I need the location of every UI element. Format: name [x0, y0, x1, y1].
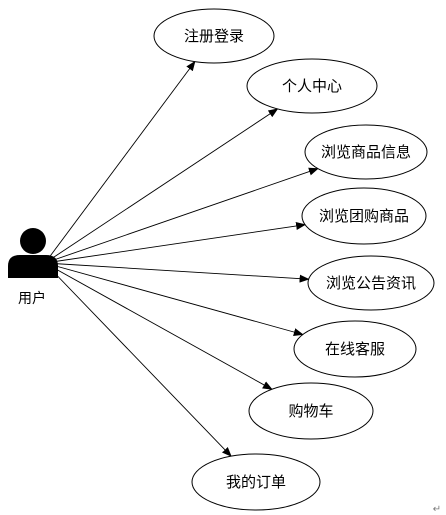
association-my-orders: [44, 262, 232, 457]
usecase-ellipse: [301, 187, 427, 245]
association-personal-center: [44, 108, 279, 264]
usecase-online-support[interactable]: 在线客服: [293, 320, 417, 378]
usecase-label: 在线客服: [325, 340, 385, 358]
usecase-label: 注册登录: [184, 27, 244, 45]
usecase-browse-product-info[interactable]: 浏览商品信息: [304, 124, 428, 180]
usecase-browse-group-buy[interactable]: 浏览团购商品: [301, 187, 427, 245]
association-lines: [44, 60, 319, 457]
association-register-login: [44, 60, 196, 264]
usecase-ellipse: [248, 382, 374, 440]
usecase-ellipse: [304, 124, 428, 180]
user-icon: [8, 228, 58, 278]
usecase-label: 个人中心: [282, 77, 342, 95]
usecase-label: 购物车: [288, 402, 333, 420]
usecase-ellipse: [293, 320, 417, 378]
association-browse-announcements: [44, 262, 310, 283]
usecase-label: 我的订单: [226, 473, 286, 491]
usecase-register-login[interactable]: 注册登录: [153, 8, 275, 64]
usecase-ellipse: [153, 8, 275, 64]
usecase-my-orders[interactable]: 我的订单: [191, 453, 321, 511]
actor-user[interactable]: 用户: [8, 228, 58, 307]
usecase-ellipse: [191, 453, 321, 511]
association-browse-product-info: [44, 167, 319, 264]
paragraph-end-mark: ↵: [433, 504, 441, 515]
usecase-ellipse: [307, 255, 435, 311]
usecase-label: 浏览公告资讯: [326, 274, 416, 292]
usecase-label: 浏览团购商品: [319, 207, 409, 225]
association-online-support: [44, 262, 304, 336]
usecase-ellipse: [246, 58, 378, 114]
association-shopping-cart: [44, 262, 273, 390]
actor-label: 用户: [18, 290, 46, 307]
association-browse-group-buy: [44, 222, 307, 264]
usecase-personal-center[interactable]: 个人中心: [246, 58, 378, 114]
usecase-browse-announcements[interactable]: 浏览公告资讯: [307, 255, 435, 311]
usecase-label: 浏览商品信息: [321, 143, 411, 161]
usecase-shopping-cart[interactable]: 购物车: [248, 382, 374, 440]
